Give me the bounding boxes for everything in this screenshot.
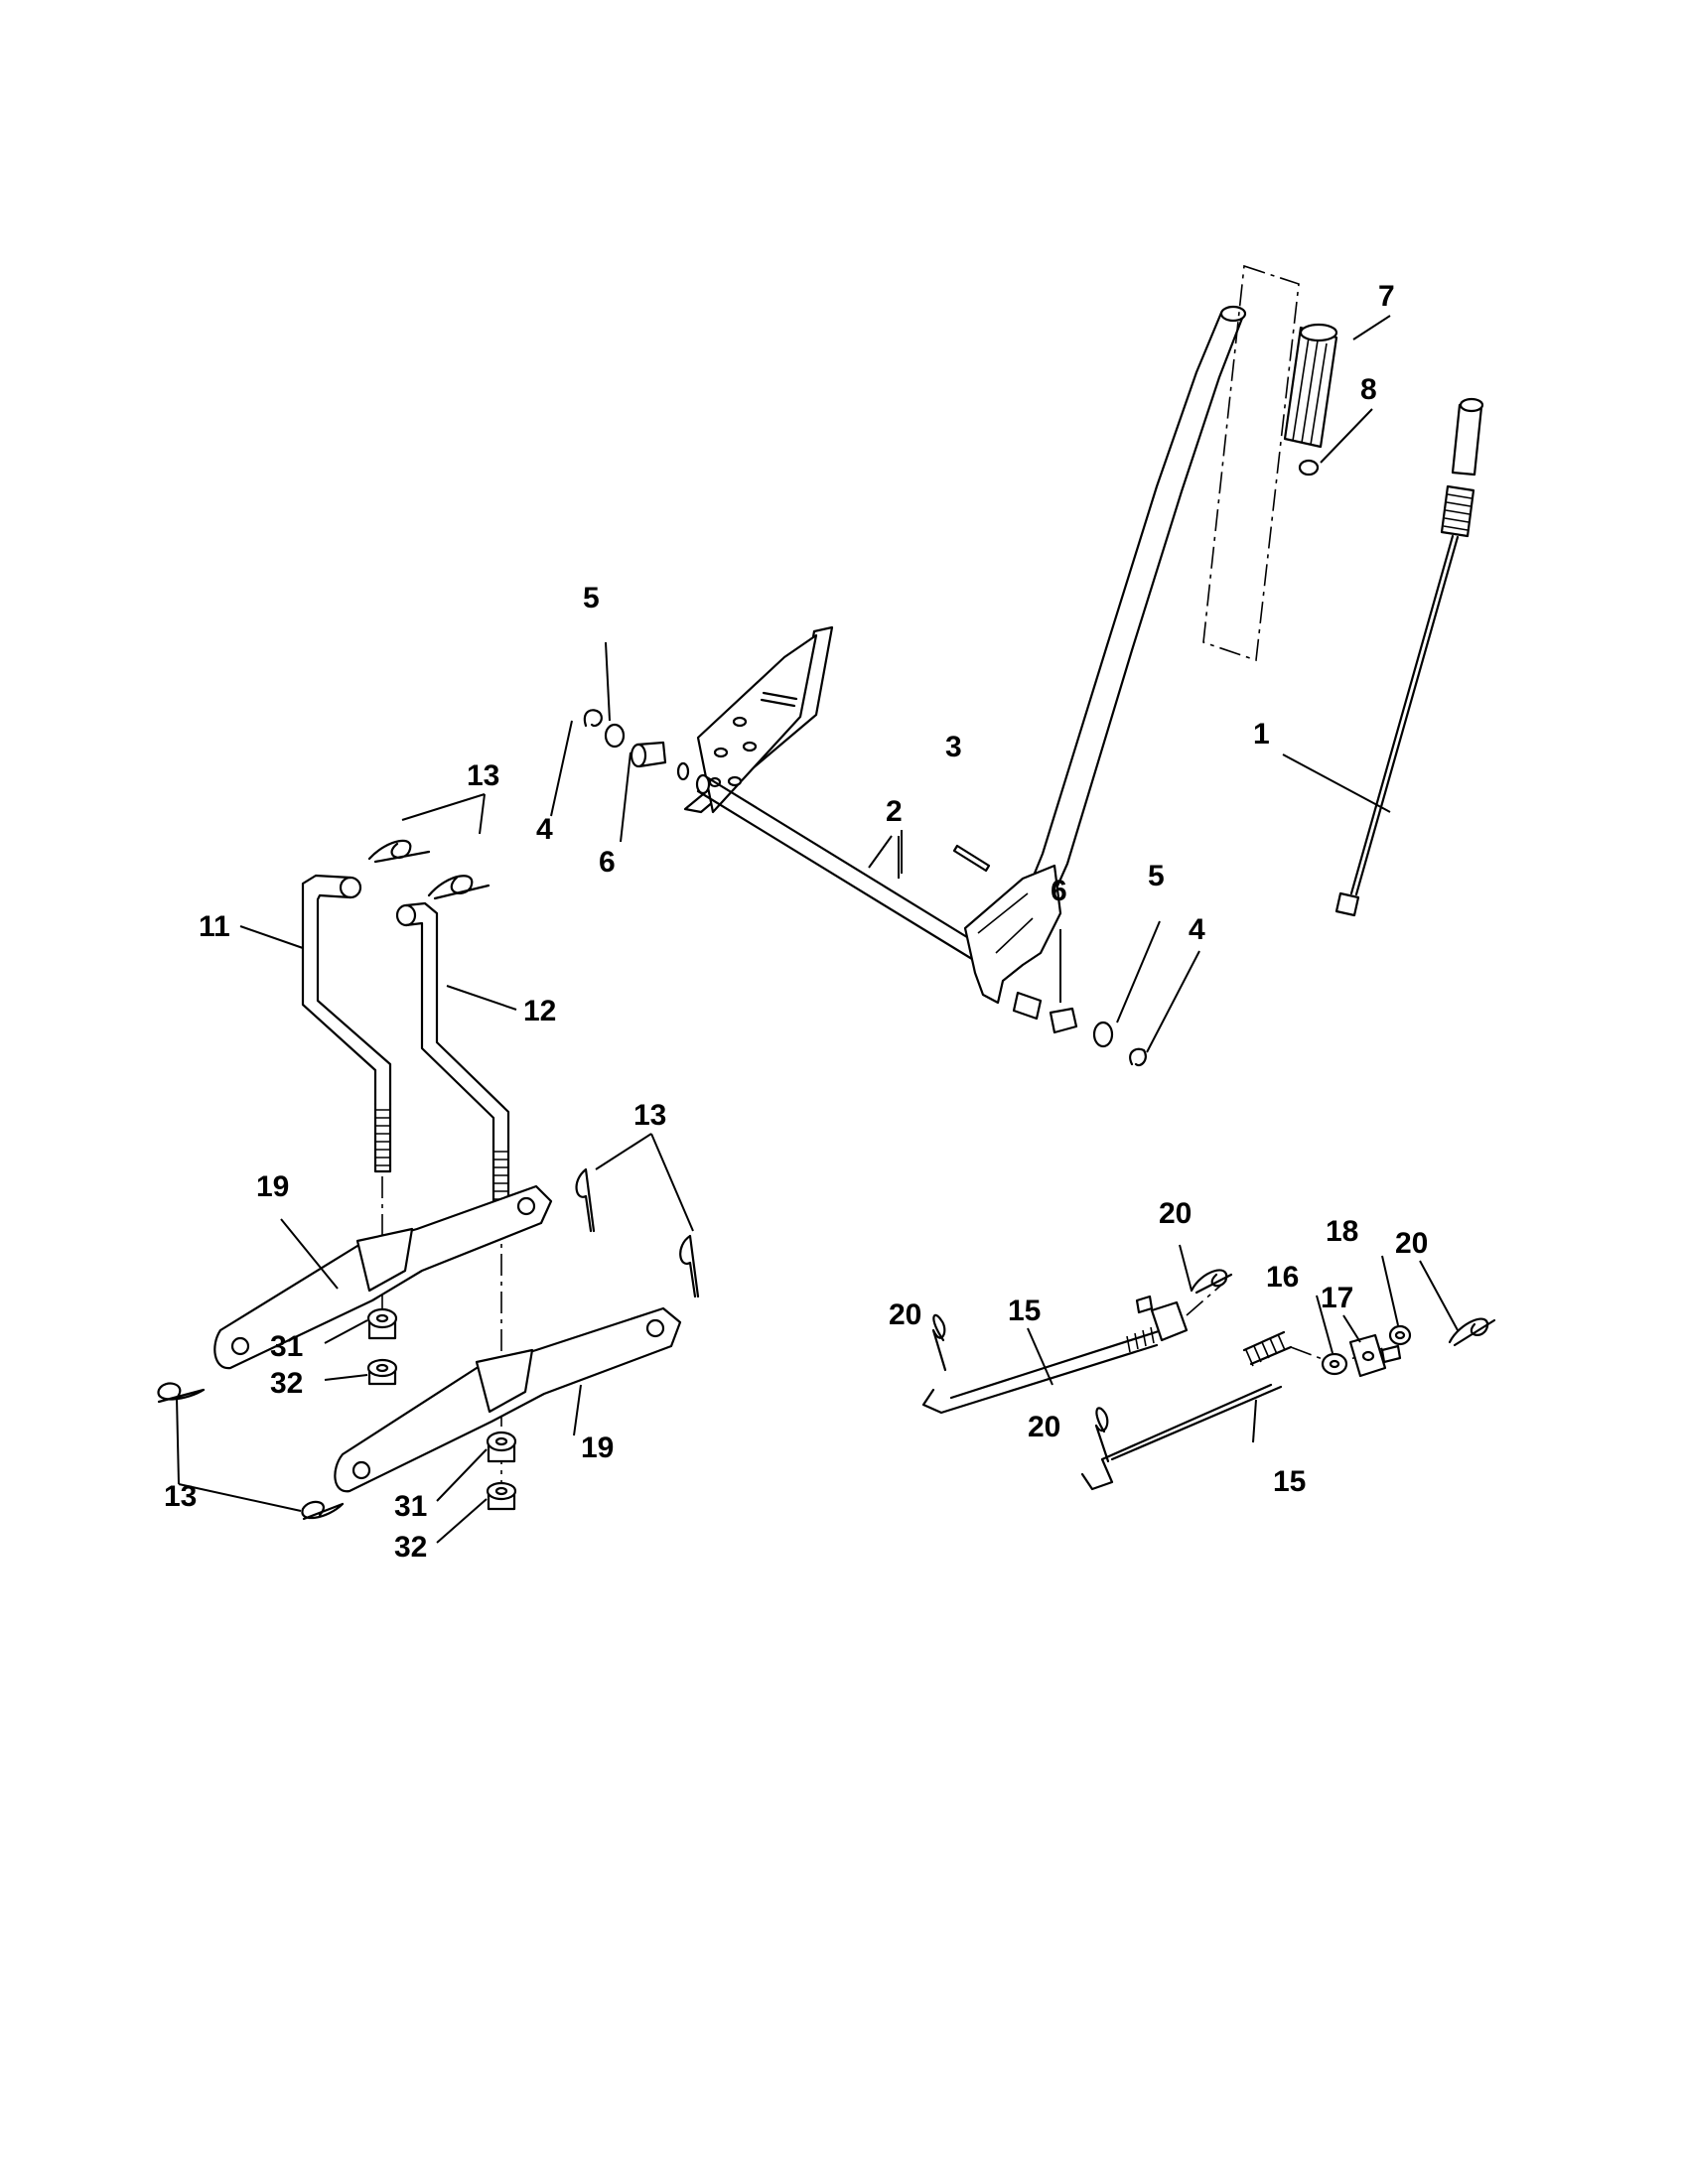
spacer-right [486, 1431, 517, 1463]
callout-20-d: 20 [1028, 1411, 1060, 1443]
hairpin-right-2 [679, 1234, 700, 1298]
callout-18: 18 [1326, 1215, 1358, 1248]
callout-15-lower: 15 [1273, 1465, 1306, 1498]
callout-8: 8 [1360, 373, 1377, 406]
callout-6-right: 6 [1051, 875, 1067, 907]
grip-plug [1298, 459, 1320, 477]
hairpin-right-1 [575, 1167, 596, 1233]
hairpin-left-2 [301, 1500, 345, 1521]
adjuster-rod-lower [1080, 1330, 1293, 1491]
nut-right [486, 1481, 517, 1511]
adjuster-nut [1388, 1324, 1412, 1346]
e-ring-right [1129, 1047, 1147, 1067]
callout-32-right: 32 [394, 1531, 427, 1564]
lift-link-right [395, 901, 510, 1215]
handle-grip [1283, 323, 1338, 449]
hairpin-20-c [1448, 1317, 1496, 1347]
hairpin-left-1 [157, 1382, 206, 1404]
callout-31-right: 31 [394, 1490, 427, 1523]
callout-1: 1 [1253, 718, 1270, 751]
callout-19-lower: 19 [581, 1432, 614, 1464]
callout-4-right: 4 [1189, 913, 1205, 946]
callout-13-top: 13 [467, 759, 499, 792]
nut-left [366, 1358, 398, 1386]
spacer-left [366, 1307, 398, 1340]
callout-12: 12 [523, 995, 556, 1027]
callout-13-right: 13 [633, 1099, 666, 1132]
callout-20-c: 20 [1395, 1227, 1428, 1260]
callout-32-left: 32 [270, 1367, 303, 1400]
grip-centerline [1202, 264, 1300, 662]
callout-20-b: 20 [1159, 1197, 1192, 1230]
roll-pin [952, 844, 991, 873]
adjuster-block [1348, 1333, 1402, 1378]
washer-left [604, 723, 626, 749]
callout-16: 16 [1266, 1261, 1299, 1294]
callout-6-left: 6 [599, 846, 616, 879]
hairpin-20-a [931, 1313, 947, 1372]
hairpin-20-b [1190, 1269, 1233, 1295]
callout-19-upper: 19 [256, 1170, 289, 1203]
callout-3: 3 [945, 731, 962, 763]
lift-shaft [676, 761, 995, 969]
callout-5-left: 5 [583, 582, 600, 614]
bushing-right [1049, 1007, 1078, 1034]
adjuster-rod-upper [921, 1295, 1189, 1415]
hairpin-top-1 [367, 839, 431, 864]
callout-5-right: 5 [1148, 860, 1165, 892]
lift-handle [1001, 305, 1247, 955]
lift-link-left [301, 874, 392, 1173]
e-ring-left [583, 709, 603, 728]
lift-arm-lower [334, 1306, 682, 1493]
callout-2: 2 [886, 795, 903, 828]
hairpin-20-d [1094, 1407, 1110, 1463]
callout-17: 17 [1321, 1282, 1353, 1314]
callout-13-left: 13 [164, 1480, 197, 1513]
callout-15-upper: 15 [1008, 1295, 1041, 1327]
washer-right [1092, 1021, 1114, 1048]
callout-11: 11 [199, 910, 230, 943]
handle-bracket [963, 864, 1062, 1021]
callout-7: 7 [1378, 280, 1395, 313]
callout-31-left: 31 [270, 1330, 303, 1363]
callout-4-left: 4 [536, 813, 553, 846]
callout-20-a: 20 [889, 1298, 921, 1331]
lift-arm-upper [213, 1184, 553, 1370]
shaft-bracket-plate [683, 625, 834, 814]
leader-lines [176, 315, 1459, 1544]
release-rod [1334, 397, 1484, 917]
callout-labels: 1 2 3 4 5 6 6 5 4 7 8 11 12 13 13 13 19 … [164, 280, 1428, 1564]
hairpin-top-2 [427, 875, 491, 900]
adjuster-washer [1321, 1352, 1348, 1376]
